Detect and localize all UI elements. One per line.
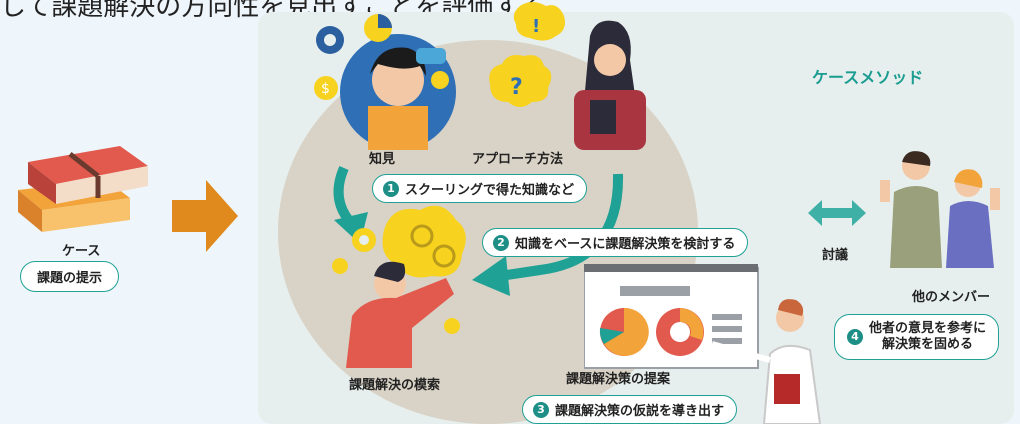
step-4-text: 他者の意見を参考に 解決策を固める	[869, 321, 986, 353]
step-2-text: 知識をベースに課題解決策を検討する	[515, 237, 736, 252]
step-2-number: 2	[493, 234, 509, 251]
step-4-line-2: 解決策を固める	[882, 337, 974, 352]
svg-text:$: $	[321, 81, 330, 97]
svg-text:?: ?	[510, 75, 523, 100]
step-4-line-1: 他者の意見を参考に	[869, 321, 987, 336]
knowledge-person-icon: $	[314, 14, 456, 150]
step-3-text: 課題解決策の仮説を導き出す	[555, 404, 725, 419]
approach-person-icon: ! ?	[489, 2, 646, 150]
search-label: 課題解決の模索	[349, 378, 441, 393]
step-4-number: 4	[847, 329, 863, 345]
step-1-number: 1	[383, 180, 399, 197]
step-4-pill: 4 他者の意見を参考に 解決策を固める	[834, 314, 1000, 360]
case-task-pill: 課題の提示	[20, 261, 120, 292]
discussion-arrow-icon	[808, 200, 866, 226]
arrow-approach-to-search	[499, 173, 624, 281]
step-3-number: 3	[533, 401, 549, 418]
books-icon	[18, 146, 148, 232]
step-2-pill: 2 知識をベースに課題解決策を検討する	[482, 228, 749, 257]
presentation-board-icon	[584, 264, 822, 424]
discussion-label: 討議	[822, 248, 849, 263]
svg-text:!: !	[532, 16, 540, 37]
proposal-label: 課題解決策の提案	[566, 372, 671, 387]
searching-person-icon	[332, 205, 466, 368]
method-title: ケースメソッド	[812, 68, 924, 87]
members-icon	[880, 151, 1000, 268]
step-1-pill: 1 スクーリングで得た知識など	[372, 174, 588, 203]
step-1-text: スクーリングで得た知識など	[405, 183, 575, 198]
knowledge-label: 知見	[369, 152, 396, 167]
approach-label: アプローチ方法	[472, 152, 564, 167]
right-arrow-icon	[172, 180, 238, 252]
members-label: 他のメンバー	[912, 290, 991, 305]
step-3-pill: 3 課題解決策の仮説を導き出す	[522, 395, 738, 424]
case-label: ケース	[62, 244, 101, 259]
